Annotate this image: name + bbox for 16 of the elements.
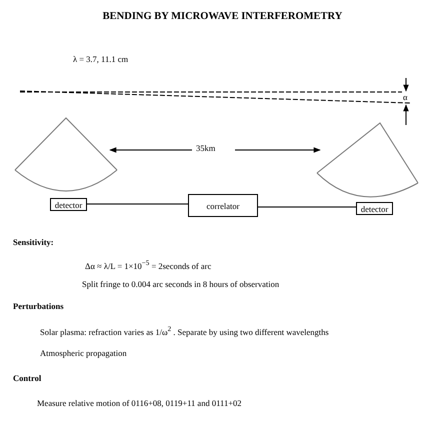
formula-text: Δα ≈ λ/L = 1×10$^{−5}$ = 2seconds of arc [85, 260, 212, 272]
detector-box: detector [356, 202, 393, 215]
angle-label: α [403, 93, 408, 102]
note-text: Solar plasma: refraction varies as 1/ω$^{2}$ . Separate by using two different wavelengths [40, 326, 329, 338]
detector-box: detector [50, 198, 87, 211]
note-text: Measure relative motion of 0116+08, 0119+11 and 0111+02 [37, 399, 242, 408]
connector-line [258, 206, 356, 208]
wavelength-label: λ = 3.7, 11.1 cm [73, 55, 128, 64]
correlator-box: correlator [188, 194, 258, 217]
note-text: Split fringe to 0.004 arc seconds in 8 hours of observation [82, 280, 280, 290]
title: BENDING BY MICROWAVE INTERFEROMETRY [102, 11, 344, 23]
distance-label: 35km [196, 144, 216, 154]
section-heading: Sensitivity: [13, 238, 54, 248]
section-heading: Perturbations [13, 302, 64, 312]
note-text: Atmospheric propagation [40, 349, 127, 358]
section-heading: Control [13, 374, 42, 384]
